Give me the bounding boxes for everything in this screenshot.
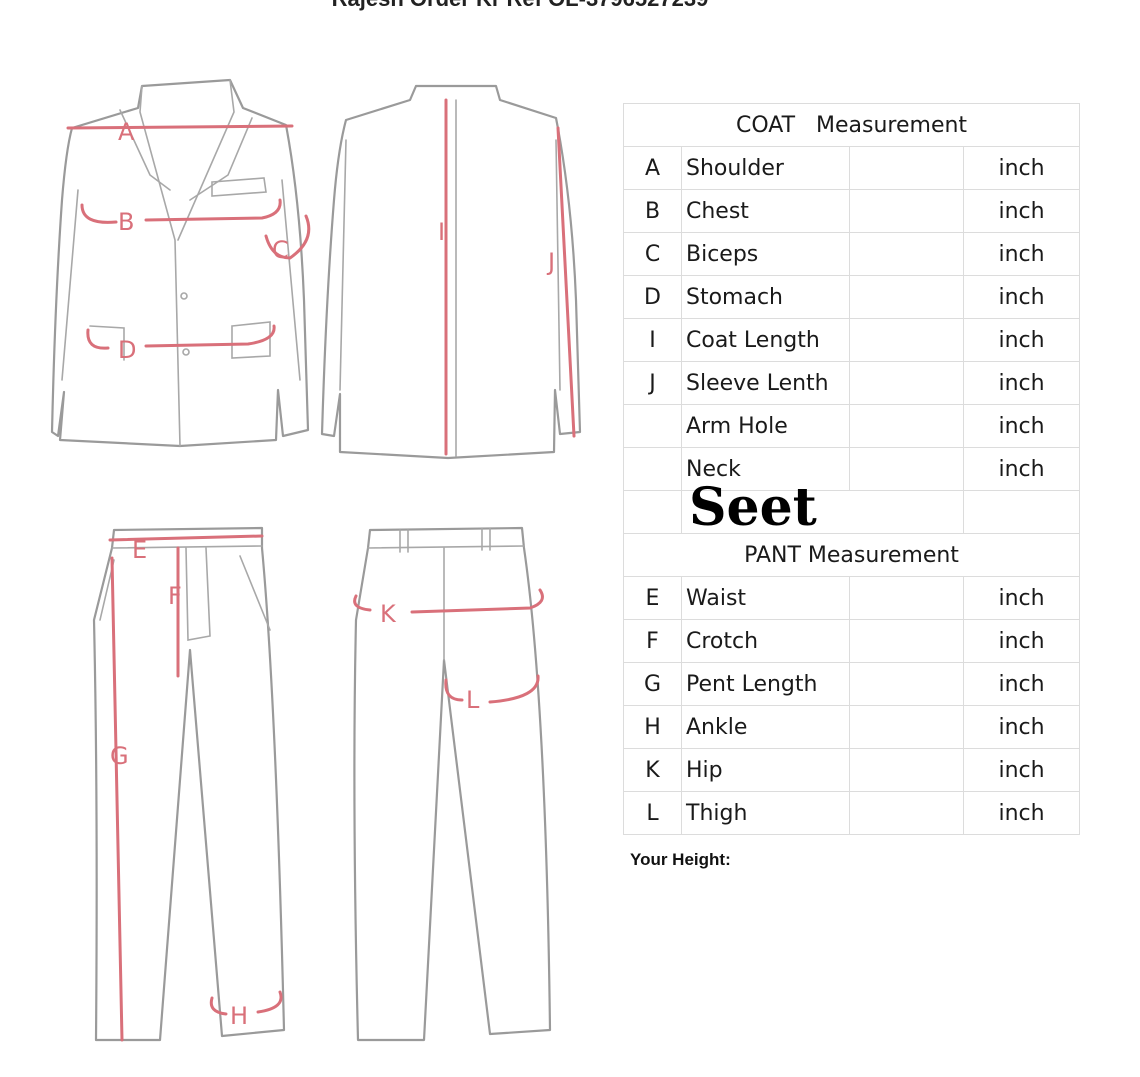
coat-code — [623, 404, 682, 448]
coat-front-drawing: A B C D — [50, 78, 311, 448]
coat-label-j: J — [546, 248, 555, 276]
coat-unit: inch — [962, 318, 1081, 362]
pant-name: Thigh — [681, 791, 850, 835]
pant-code: H — [623, 705, 682, 749]
pant-name: Pent Length — [681, 662, 850, 706]
pant-name: Crotch — [681, 619, 850, 663]
coat-unit: inch — [962, 189, 1081, 233]
pant-label-l: L — [466, 686, 480, 714]
coat-unit: inch — [962, 404, 1081, 448]
coat-unit: inch — [962, 275, 1081, 319]
pant-label-h: H — [230, 1002, 248, 1030]
coat-code: J — [623, 361, 682, 405]
coat-section: COAT Measurement — [622, 103, 1081, 147]
coat-code: C — [623, 232, 682, 276]
pant-unit: inch — [962, 748, 1081, 792]
coat-value-field[interactable] — [849, 318, 964, 362]
coat-value-field[interactable] — [849, 447, 964, 491]
coat-unit: inch — [962, 146, 1081, 190]
pant-value-field[interactable] — [849, 705, 964, 749]
seet-row — [623, 490, 1081, 534]
pant-value-field[interactable] — [849, 748, 964, 792]
coat-label-a: A — [118, 118, 135, 146]
pant-value-field[interactable] — [849, 619, 964, 663]
coat-name: Neck — [681, 447, 850, 491]
coat-label-i: I — [438, 218, 445, 246]
pant-front-drawing: E F G H — [92, 526, 286, 1042]
coat-value-field[interactable] — [849, 275, 964, 319]
pant-code: E — [623, 576, 682, 620]
pant-unit: inch — [962, 619, 1081, 663]
coat-name: Sleeve Lenth — [681, 361, 850, 405]
pant-label-e: E — [132, 536, 147, 564]
seet-heading: Seet — [689, 477, 817, 538]
coat-title-row: COAT Measurement — [622, 103, 1081, 147]
coat-code: D — [623, 275, 682, 319]
suit-measurement-diagram: A B C D I J E F G H K L — [50, 78, 582, 1042]
pant-unit: inch — [962, 705, 1081, 749]
pant-code: L — [623, 791, 682, 835]
coat-code: I — [623, 318, 682, 362]
your-height-label: Your Height: — [630, 850, 731, 869]
pant-code: K — [623, 748, 682, 792]
pant-unit: inch — [962, 576, 1081, 620]
pant-name: Waist — [681, 576, 850, 620]
coat-name: Biceps — [681, 232, 850, 276]
coat-name: Arm Hole — [681, 404, 850, 448]
document-caption: Rajesh Order Kr Ref OL-3796527239 — [0, 0, 1040, 12]
coat-code: B — [623, 189, 682, 233]
coat-value-field[interactable] — [849, 146, 964, 190]
coat-name: Coat Length — [681, 318, 850, 362]
coat-value-field[interactable] — [849, 189, 964, 233]
coat-back-drawing: I J — [320, 84, 582, 460]
coat-title: COAT Measurement — [622, 103, 1081, 147]
coat-unit: inch — [962, 361, 1081, 405]
coat-value-field[interactable] — [849, 404, 964, 448]
pant-code: G — [623, 662, 682, 706]
coat-value-field[interactable] — [849, 361, 964, 405]
pant-value-field[interactable] — [849, 791, 964, 835]
pant-value-field[interactable] — [849, 576, 964, 620]
pant-name: Ankle — [681, 705, 850, 749]
pant-label-g: G — [110, 742, 129, 770]
pant-back-drawing: K L — [353, 526, 552, 1042]
coat-label-b: B — [118, 208, 134, 236]
coat-code — [623, 447, 682, 491]
coat-unit: inch — [962, 232, 1081, 276]
coat-label-d: D — [118, 336, 136, 364]
pant-code: F — [623, 619, 682, 663]
coat-value-field[interactable] — [849, 232, 964, 276]
pant-unit: inch — [962, 662, 1081, 706]
pant-value-field[interactable] — [849, 662, 964, 706]
coat-code: A — [623, 146, 682, 190]
pant-title: PANT Measurement — [622, 533, 1081, 577]
pant-title-row: PANT Measurement — [622, 533, 1081, 577]
pant-label-f: F — [168, 582, 182, 610]
coat-name: Stomach — [681, 275, 850, 319]
coat-label-c: C — [272, 236, 289, 264]
pant-unit: inch — [962, 791, 1081, 835]
coat-unit: inch — [962, 447, 1081, 491]
coat-name: Shoulder — [681, 146, 850, 190]
coat-row: Arm Hole inch — [623, 404, 1081, 448]
coat-row: Neck inch — [623, 447, 1081, 491]
coat-name: Chest — [681, 189, 850, 233]
pant-label-k: K — [380, 600, 397, 628]
pant-name: Hip — [681, 748, 850, 792]
